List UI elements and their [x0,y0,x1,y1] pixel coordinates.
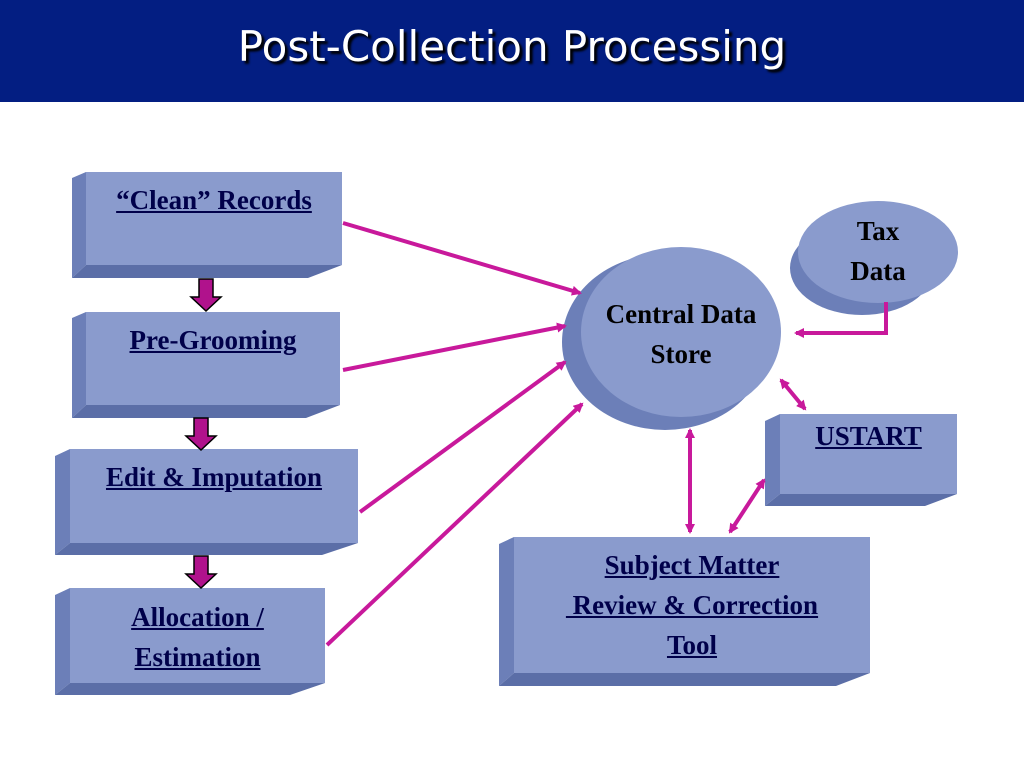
arrow-clean-to-store [342,221,582,296]
tax-data-ellipse [790,201,958,315]
down-arrow-2 [184,417,218,452]
arrow-store-ustart [779,378,807,411]
arrow-ustart-smr [728,478,766,534]
smr-tool-box [499,537,870,686]
allocation-label: Allocation / Estimation [131,602,264,672]
tax-data-label: Tax Data [850,216,906,286]
ustart-label: USTART [815,421,922,451]
edit-imputation-label: Edit & Imputation [105,462,323,492]
page-title: Post-Collection Processing [237,22,787,71]
pre-grooming-box [72,312,340,418]
arrow-tax-to-store [794,302,888,338]
clean-records-box [72,172,342,278]
arrow-edit-to-store [358,360,567,514]
central-store-ellipse [562,247,781,430]
edit-imputation-box [55,449,358,555]
title-bar [0,0,1024,102]
arrow-alloc-to-store [325,402,584,647]
allocation-box [55,588,325,695]
arrow-pregroom-to-store [342,322,567,372]
ustart-box [765,414,957,506]
smr-tool-label: Subject Matter Review & Correction Tool [565,550,819,660]
clean-records-label: “Clean” Records [116,185,312,215]
down-arrow-3 [184,555,218,590]
pre-grooming-label: Pre-Grooming [129,325,297,355]
down-arrow-1 [189,278,223,313]
central-store-label: Central Data Store [605,299,757,369]
